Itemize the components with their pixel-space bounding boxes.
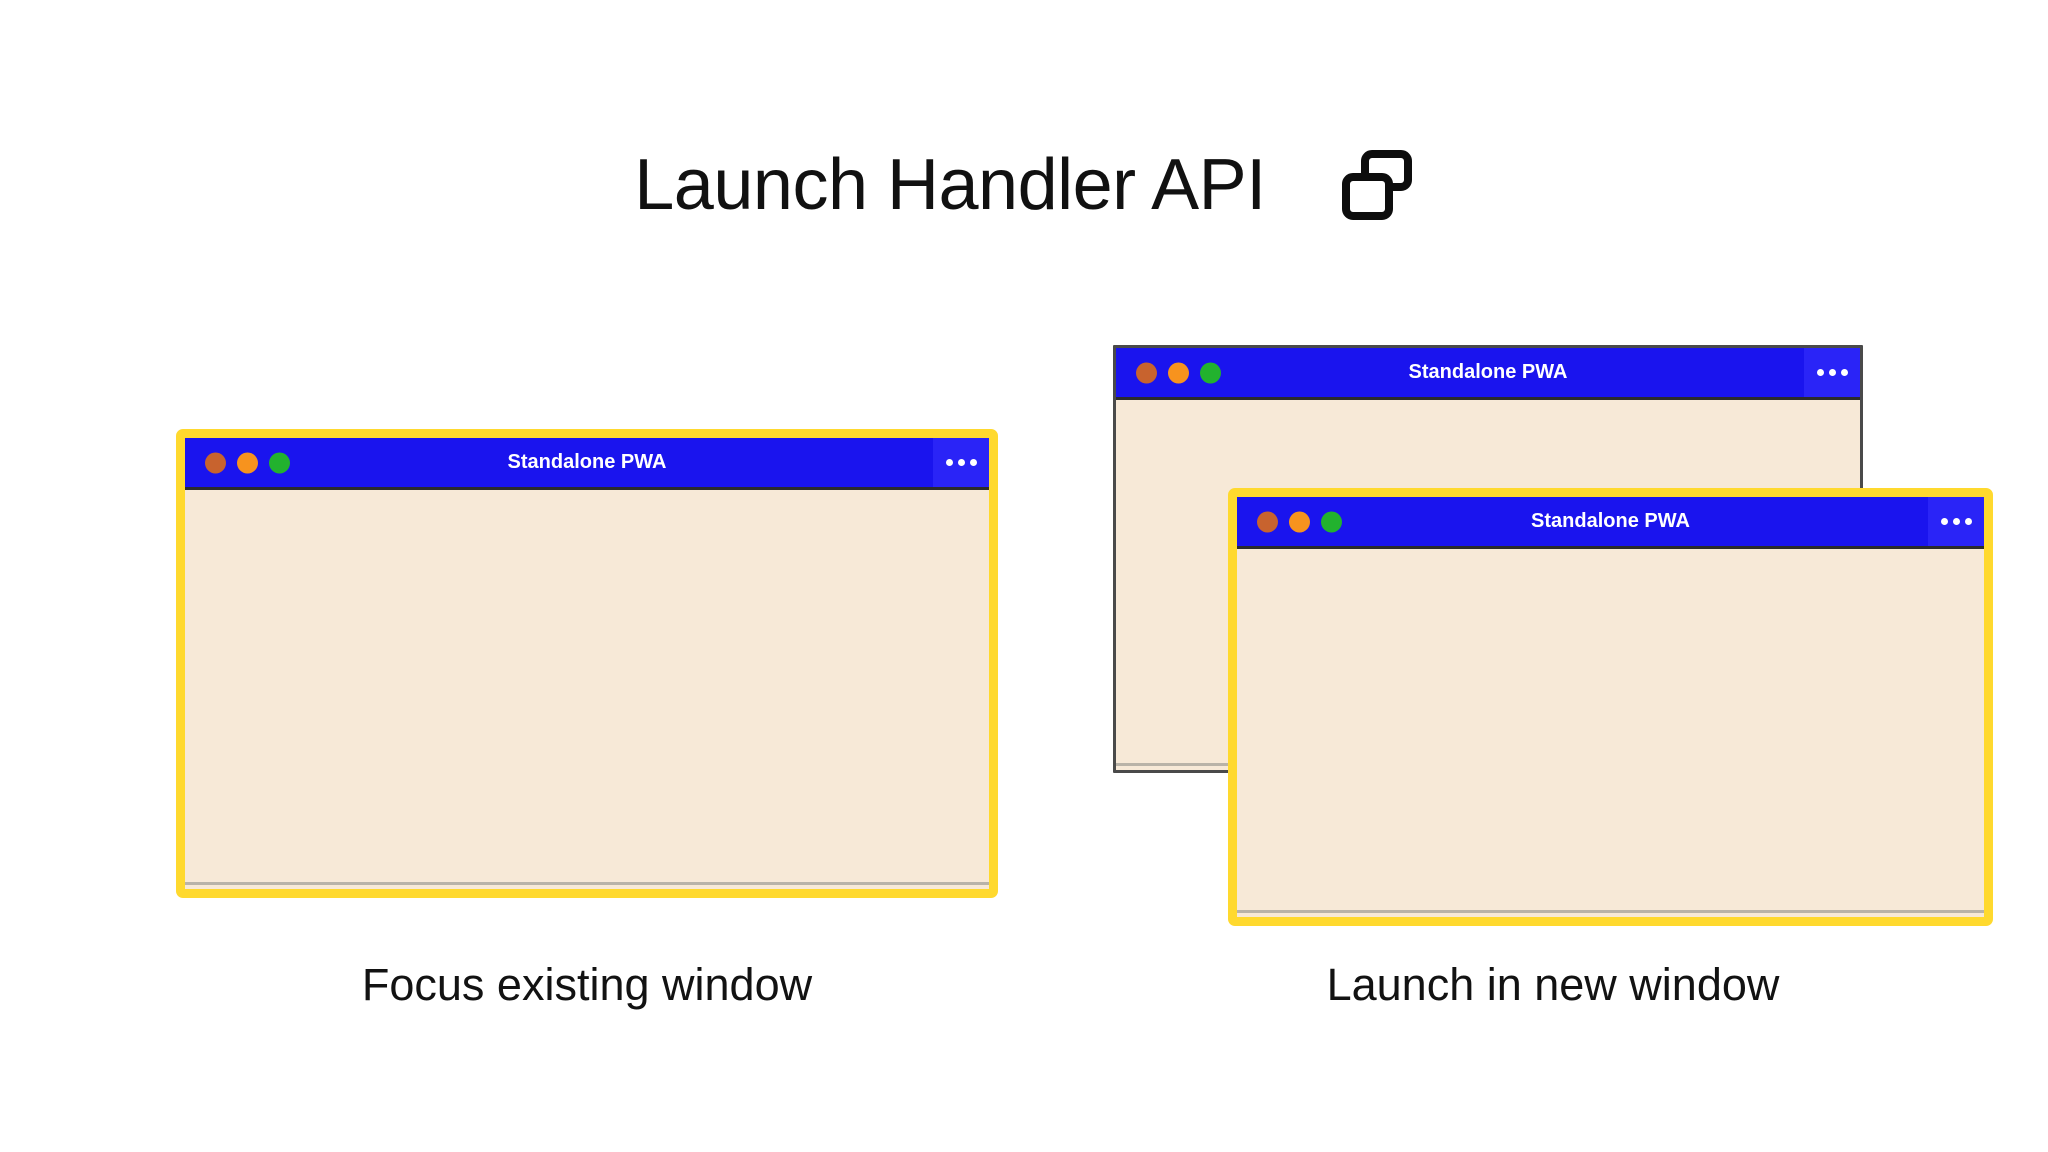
menu-dot-3 [1964, 518, 1972, 525]
window-titlebar[interactable]: Standalone PWA [1116, 348, 1860, 400]
overflow-menu-icon[interactable] [933, 438, 989, 487]
traffic-light-controls[interactable] [1136, 362, 1221, 383]
minimize-dot-icon[interactable] [1168, 362, 1189, 383]
maximize-dot-icon[interactable] [269, 452, 290, 473]
menu-dot-2 [1828, 369, 1836, 376]
menu-dot-1 [945, 459, 953, 466]
window-content-area [185, 490, 989, 889]
window-title: Standalone PWA [1531, 510, 1690, 532]
traffic-light-controls[interactable] [1257, 511, 1342, 532]
window-title: Standalone PWA [507, 451, 667, 473]
close-dot-icon[interactable] [1257, 511, 1278, 532]
minimize-dot-icon[interactable] [237, 452, 258, 473]
menu-dot-1 [1940, 518, 1948, 525]
page-title: Launch Handler API [634, 145, 1266, 225]
menu-dot-1 [1816, 369, 1824, 376]
close-dot-icon[interactable] [205, 452, 226, 473]
caption-launch-in-new-window: Launch in new window [1326, 959, 1780, 1010]
window-title: Standalone PWA [1408, 361, 1568, 383]
maximize-dot-icon[interactable] [1200, 362, 1221, 383]
standalone-pwa-window-focused[interactable]: Standalone PWA [176, 429, 998, 898]
menu-dot-3 [1840, 369, 1848, 376]
overflow-menu-icon[interactable] [1928, 497, 1984, 546]
menu-dot-3 [969, 459, 977, 466]
menu-dot-2 [957, 459, 965, 466]
maximize-dot-icon[interactable] [1321, 511, 1342, 532]
page-header: Launch Handler API [0, 120, 2048, 250]
window-titlebar[interactable]: Standalone PWA [1237, 497, 1984, 549]
traffic-light-controls[interactable] [205, 452, 290, 473]
window-content-area [1237, 549, 1984, 917]
minimize-dot-icon[interactable] [1289, 511, 1310, 532]
close-dot-icon[interactable] [1136, 362, 1157, 383]
window-titlebar[interactable]: Standalone PWA [185, 438, 989, 490]
caption-focus-existing-window: Focus existing window [361, 959, 813, 1010]
standalone-pwa-window-new[interactable]: Standalone PWA [1228, 488, 1993, 926]
menu-dot-2 [1952, 518, 1960, 525]
multi-window-icon [1341, 150, 1412, 220]
overflow-menu-icon[interactable] [1804, 348, 1860, 397]
